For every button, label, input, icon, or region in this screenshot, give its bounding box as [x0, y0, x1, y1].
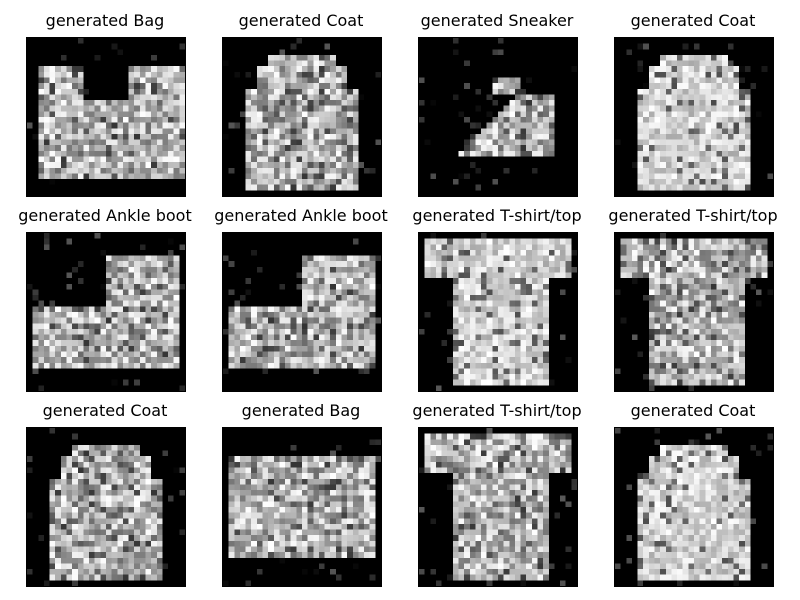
- sample-image: [614, 232, 774, 392]
- sample-image: [222, 37, 382, 197]
- sample-title: generated Bag: [241, 401, 361, 420]
- sample-image: [418, 427, 578, 587]
- sample-title: generated Coat: [238, 11, 364, 30]
- sample-title: generated Bag: [45, 11, 165, 30]
- sample-image: [418, 232, 578, 392]
- sample-image: [222, 232, 382, 392]
- sample-image: [26, 427, 186, 587]
- sample-title: generated Coat: [630, 401, 756, 420]
- sample-title: generated T-shirt/top: [412, 206, 582, 225]
- sample-title: generated T-shirt/top: [608, 206, 778, 225]
- sample-image: [26, 37, 186, 197]
- sample-image: [26, 232, 186, 392]
- sample-title: generated Coat: [42, 401, 168, 420]
- sample-image: [614, 37, 774, 197]
- sample-title: generated Ankle boot: [214, 206, 388, 225]
- sample-image: [222, 427, 382, 587]
- sample-title: generated Ankle boot: [18, 206, 192, 225]
- sample-image: [418, 37, 578, 197]
- sample-title: generated Sneaker: [420, 11, 574, 30]
- sample-title: generated Coat: [630, 11, 756, 30]
- sample-title: generated T-shirt/top: [412, 401, 582, 420]
- sample-image: [614, 427, 774, 587]
